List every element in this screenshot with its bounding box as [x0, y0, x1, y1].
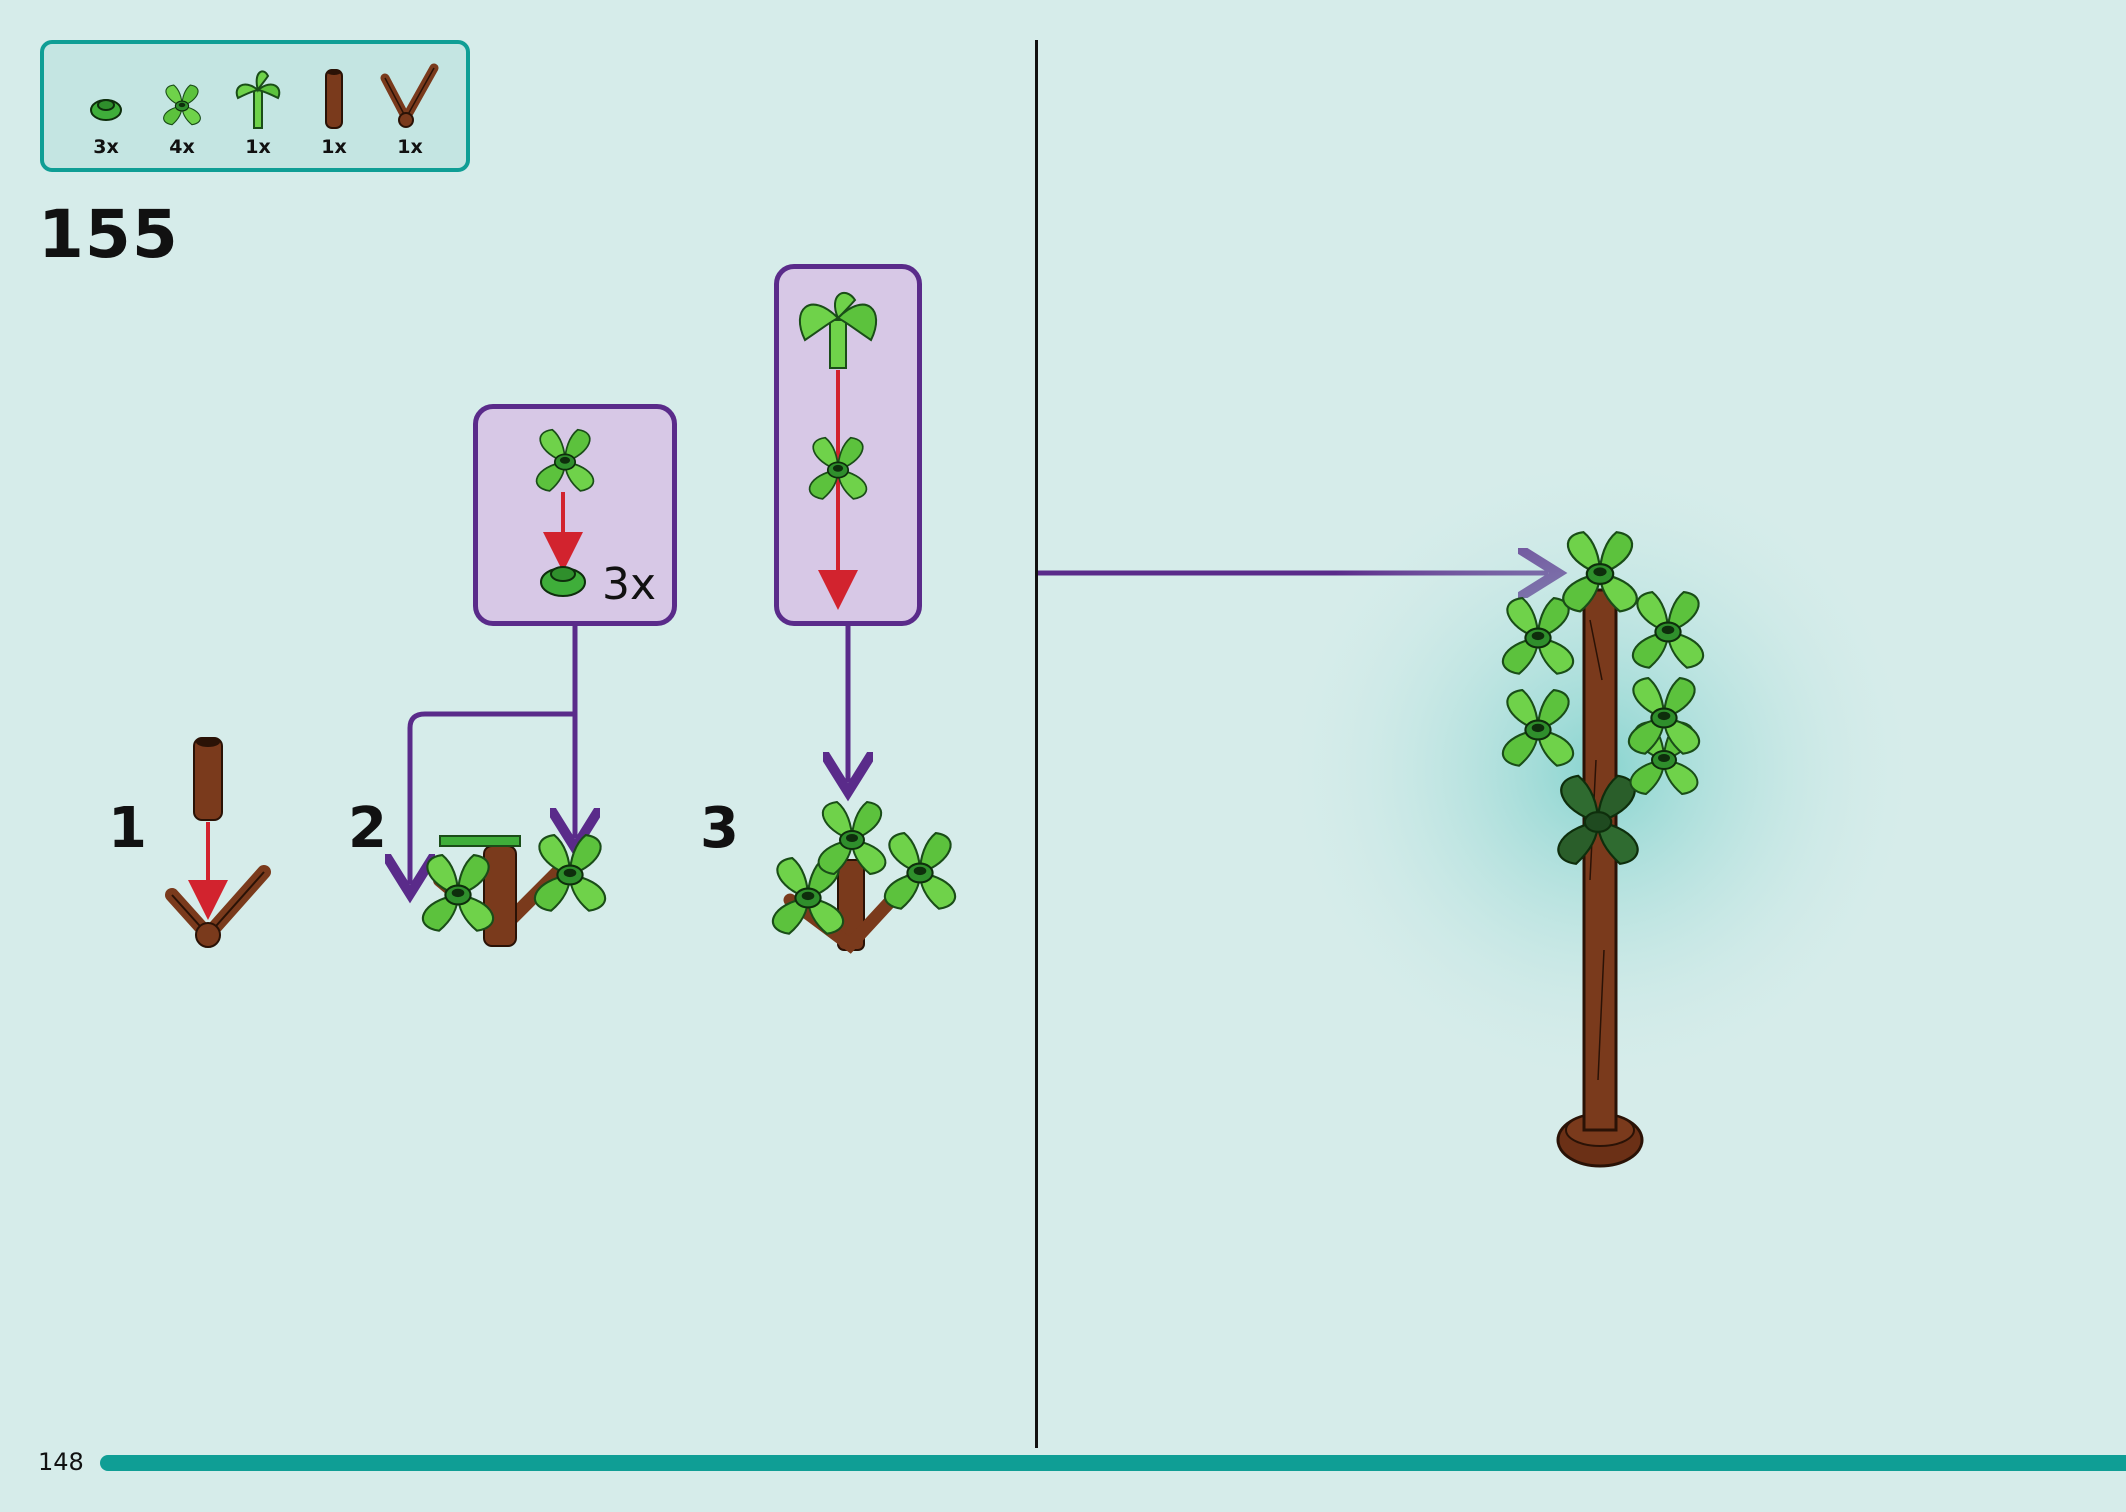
sub-step-number-1: 1: [108, 796, 147, 861]
part-qty: 1x: [245, 136, 271, 158]
callout-round-plate: [540, 566, 586, 597]
connector-arrow-purple: [410, 626, 578, 884]
part-qty: 4x: [169, 136, 195, 158]
part-palm-top: 1x: [218, 44, 298, 176]
callout-palm-top: [798, 292, 878, 369]
callout-qty: 3x: [602, 559, 657, 610]
callout-leaf-piece: [535, 428, 595, 492]
part-qty: 3x: [93, 136, 119, 158]
palm-top-icon: [235, 70, 281, 129]
step-number: 155: [38, 196, 179, 273]
part-qty: 1x: [321, 136, 347, 158]
sub-step-number-3: 3: [700, 796, 739, 861]
parts-list-box: 3x 4x 1x 1x 1x: [40, 40, 470, 172]
part-brown-branch: 1x: [370, 44, 450, 176]
step3-assembly: [771, 801, 957, 954]
round-plate-icon: [90, 99, 122, 121]
part-leaf-plate: 4x: [142, 44, 222, 176]
page-divider: [1035, 40, 1038, 1448]
page-footer-bar: [100, 1455, 2126, 1471]
part-brown-bar: 1x: [294, 44, 374, 176]
step1-assembly: [165, 737, 271, 948]
part-qty: 1x: [397, 136, 423, 158]
step2-assembly: [421, 834, 607, 947]
part-round-plate: 3x: [66, 44, 146, 176]
brown-branch-icon: [380, 63, 439, 128]
sub-step-number-2: 2: [348, 796, 387, 861]
brown-bar-icon: [325, 69, 343, 129]
completed-tree: [1270, 440, 1930, 1168]
page-number: 148: [38, 1448, 84, 1476]
